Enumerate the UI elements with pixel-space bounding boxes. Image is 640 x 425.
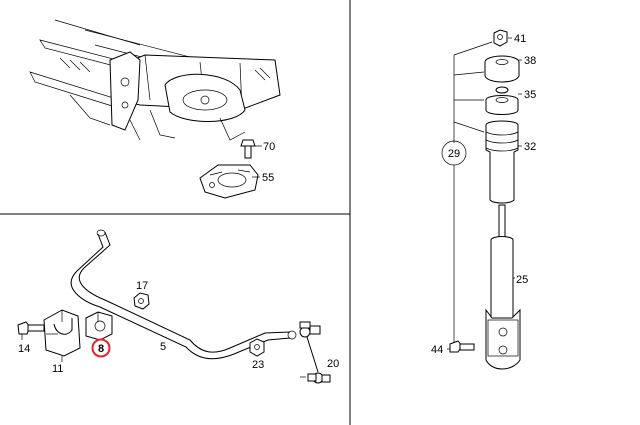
callout-35: 35 <box>524 89 536 101</box>
group-bracket-29 <box>453 41 493 345</box>
bearing-35 <box>485 86 522 115</box>
callout-70: 70 <box>263 141 275 153</box>
callout-23: 23 <box>252 359 264 371</box>
bolt-70 <box>240 139 262 159</box>
link-rod-20 <box>299 321 331 384</box>
bolt-14 <box>17 321 45 340</box>
subframe-illustration <box>29 19 281 141</box>
callout-14: 14 <box>18 343 30 355</box>
bolt-44 <box>447 340 475 353</box>
callout-17: 17 <box>136 280 148 292</box>
mount-38 <box>484 55 522 83</box>
callout-11: 11 <box>52 363 63 375</box>
stabilizer-bar <box>70 229 297 360</box>
callout-25: 25 <box>516 274 528 286</box>
callout-20: 20 <box>327 358 339 370</box>
nut-23 <box>249 338 265 357</box>
callout-44: 44 <box>431 344 443 356</box>
callout-29: 29 <box>448 148 460 160</box>
callout-8: 8 <box>98 343 104 355</box>
mount-55 <box>199 164 260 199</box>
callout-41: 41 <box>514 33 526 45</box>
bushing-8 <box>85 311 113 341</box>
shock-absorber-25 <box>485 204 521 370</box>
callout-55: 55 <box>262 172 274 184</box>
callout-5: 5 <box>160 341 166 353</box>
dust-boot-32 <box>485 120 522 204</box>
clamp-11 <box>43 309 81 362</box>
callout-38: 38 <box>524 55 536 67</box>
nut-41 <box>493 29 512 47</box>
nut-17 <box>133 292 150 310</box>
callout-circle-29 <box>441 140 467 166</box>
highlight-circle-8 <box>91 338 111 358</box>
callout-32: 32 <box>524 141 536 153</box>
